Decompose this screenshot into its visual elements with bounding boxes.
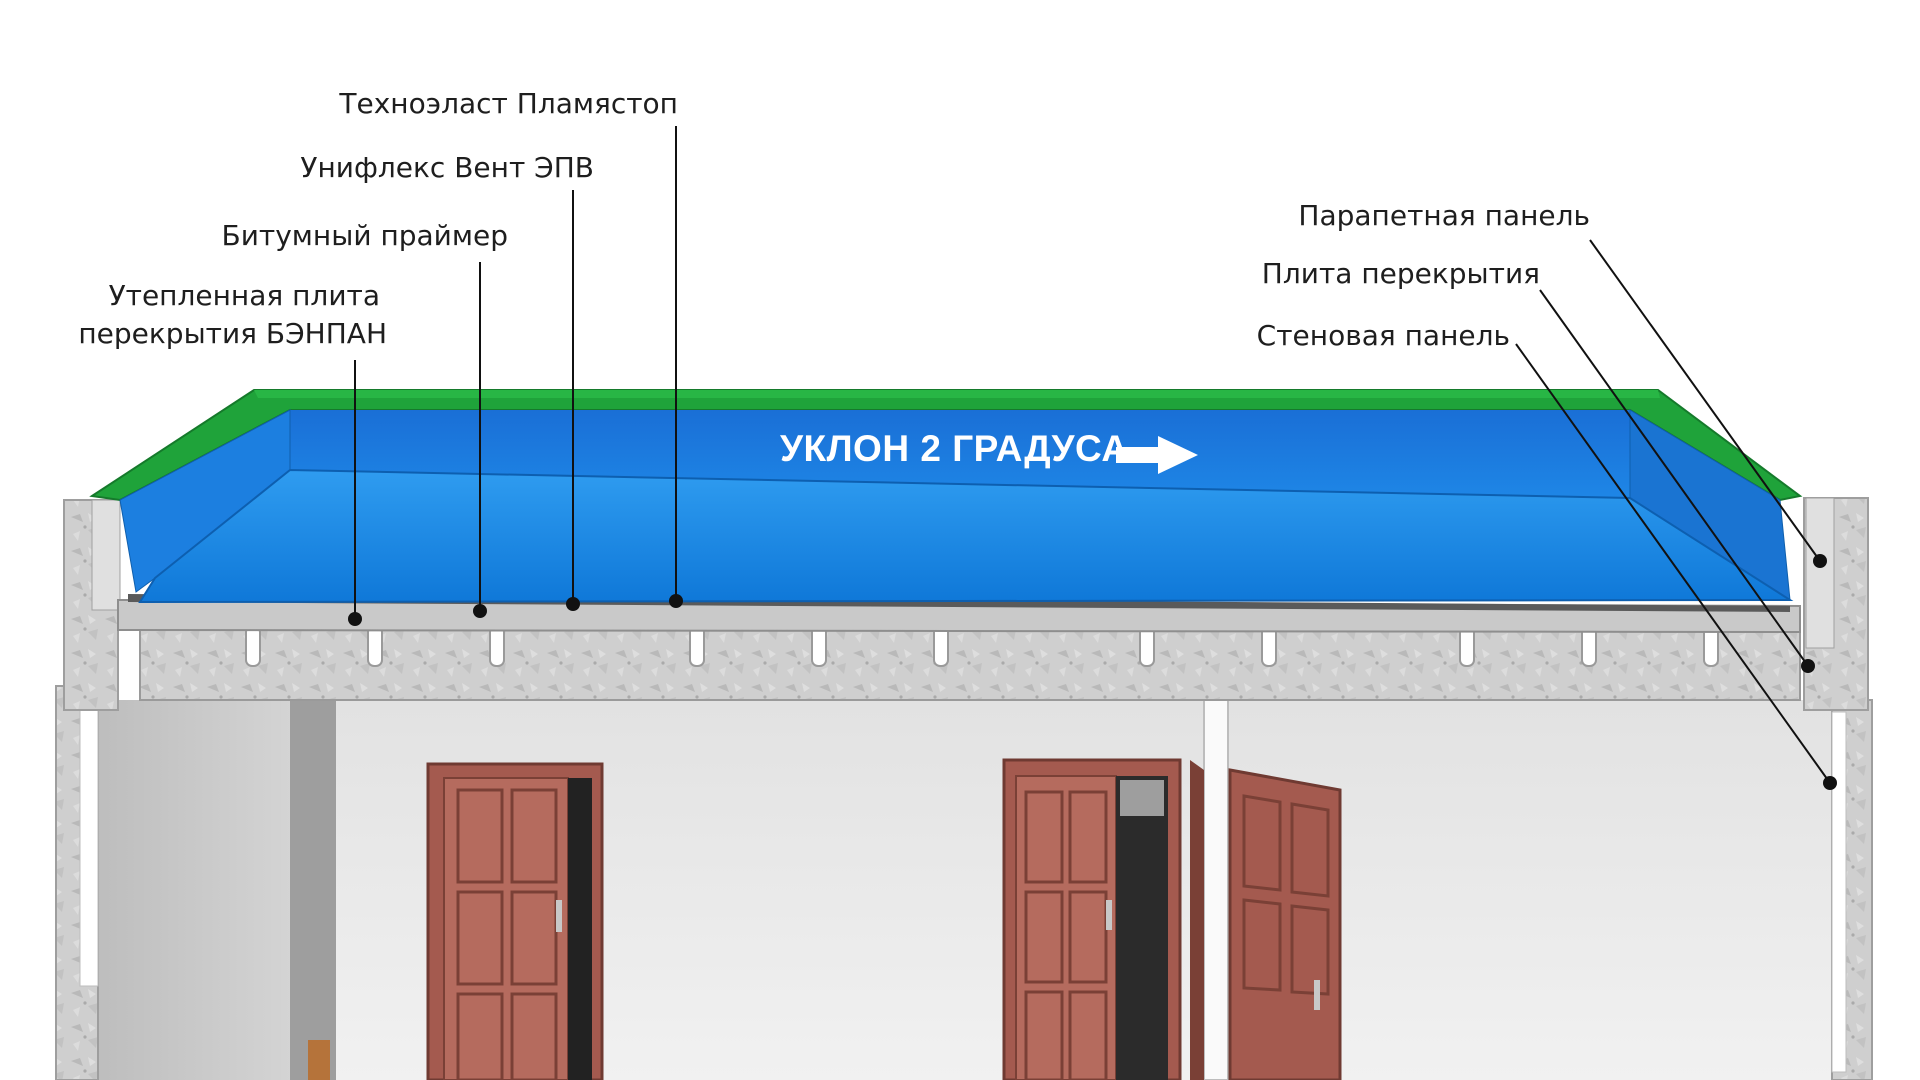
floor-slab [139,627,1801,701]
door-open [1190,760,1342,1080]
door-middle [1002,758,1182,1080]
parapet-cap-highlight [254,390,1660,398]
slab-notches [245,625,1719,667]
label-benpan-line1: Утепленная плита [108,279,380,312]
label-wall-panel: Стеновая панель [1256,319,1510,352]
partition-wall [1203,699,1229,1080]
leader-dots [348,554,1837,790]
label-technoelast: Техноэласт Пламястоп [339,87,678,120]
leader-lines [354,126,1831,784]
door-left [426,762,604,1080]
arrow-right-icon [1116,436,1198,474]
label-benpan-line2: перекрытия БЭНПАН [78,317,387,350]
label-uniflex: Унифлекс Вент ЭПВ [300,151,594,184]
right-wall-insulation [1831,711,1847,1073]
label-primer: Битумный праймер [221,219,508,252]
membrane-floor [138,468,1794,604]
slope-text: УКЛОН 2 ГРАДУСА [780,428,1129,469]
left-room-partition [290,700,336,1080]
label-parapet-panel: Парапетная панель [1298,199,1590,232]
left-parapet-insulation [91,499,121,611]
right-parapet-insulation [1805,497,1835,649]
interior-wall [96,700,1866,1080]
label-floor-slab: Плита перекрытия [1261,257,1540,290]
stair-railing [308,1040,330,1080]
left-wall-insulation [79,685,99,987]
